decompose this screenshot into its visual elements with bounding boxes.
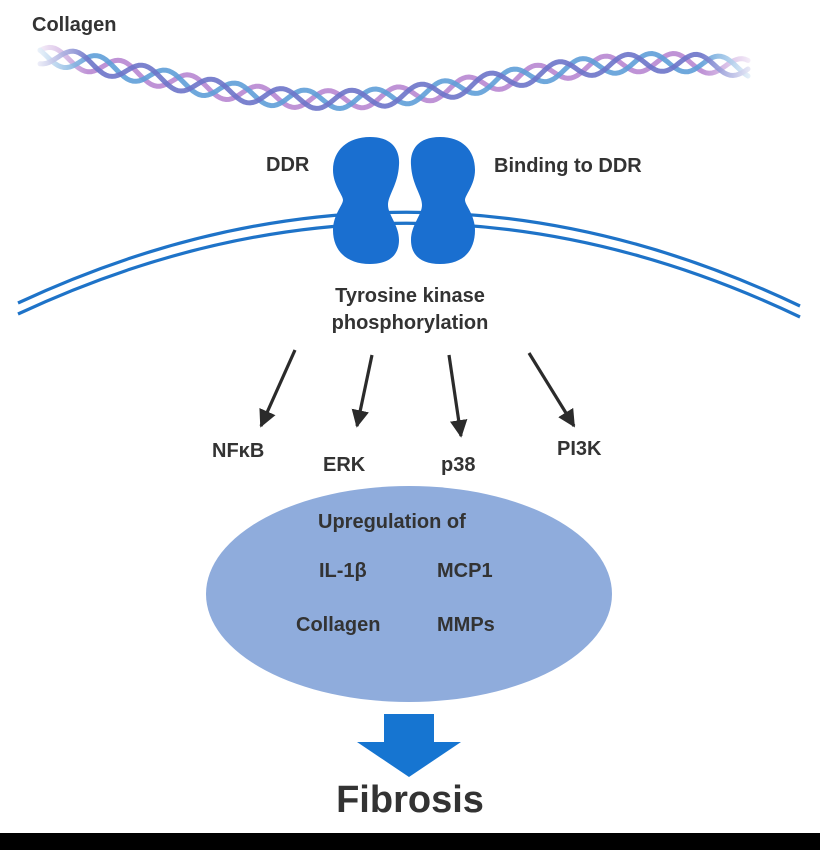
upregulation-label: Upregulation of	[318, 511, 466, 533]
helix-edge-fade	[30, 30, 760, 130]
collagen-product-label: Collagen	[296, 614, 381, 636]
p38-label: p38	[441, 454, 476, 476]
down-arrow	[357, 714, 461, 777]
arrow-to-p38	[447, 354, 468, 438]
mcp1-label: MCP1	[437, 560, 493, 582]
collagen-label: Collagen	[32, 14, 117, 36]
ddr-receptor-right	[410, 137, 475, 264]
nfkb-label: NFκB	[212, 440, 265, 462]
tyrosine-kinase-label: Tyrosine kinase phosphorylation	[290, 283, 530, 337]
tyrosine-kinase-line1: Tyrosine kinase	[335, 285, 485, 307]
arrow-to-erk	[351, 354, 374, 428]
collagen-helix	[30, 30, 760, 130]
pi3k-label: PI3K	[557, 438, 602, 460]
arrow-to-pi3k	[527, 352, 576, 428]
tyrosine-kinase-line2: phosphorylation	[331, 312, 489, 334]
cell-membrane-inner	[17, 221, 801, 319]
footer-bar	[0, 833, 820, 850]
ddr-label: DDR	[266, 154, 310, 176]
upregulation-ellipse	[206, 486, 612, 702]
ddr-receptor-left	[333, 137, 400, 264]
il1b-label: IL-1β	[319, 560, 367, 582]
arrow-to-nfkb	[259, 349, 297, 428]
cell-membrane-outer	[17, 210, 801, 308]
binding-to-ddr-label: Binding to DDR	[494, 155, 642, 177]
fibrosis-label: Fibrosis	[336, 779, 484, 821]
erk-label: ERK	[323, 454, 366, 476]
mmps-label: MMPs	[437, 614, 495, 636]
